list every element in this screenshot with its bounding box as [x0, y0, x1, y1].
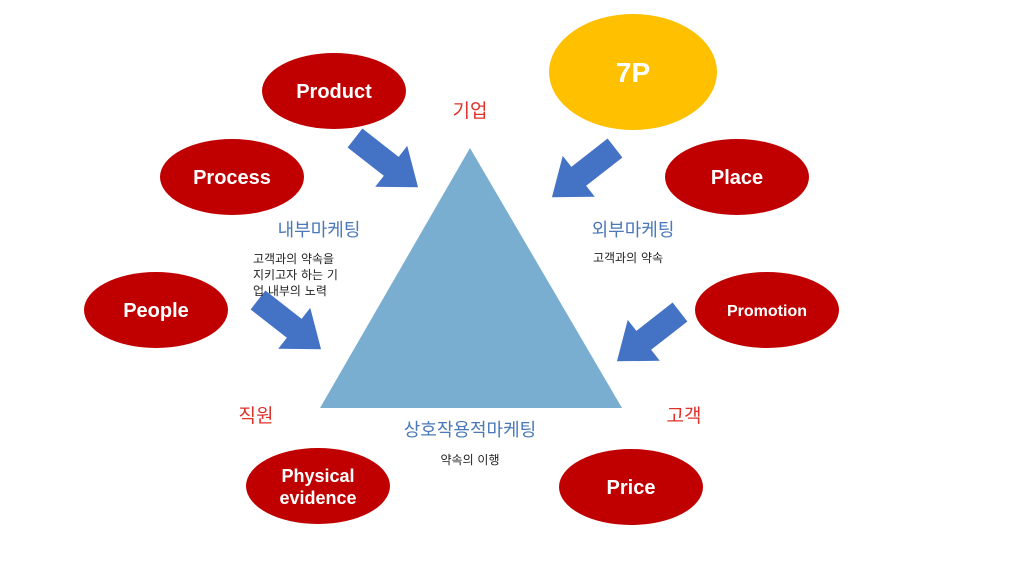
promotion-ellipse	[695, 272, 839, 348]
arrow-promotion-to-triangle	[616, 302, 688, 362]
7p-ellipse	[549, 14, 717, 130]
external-marketing-title: 외부마케팅	[592, 220, 675, 241]
corner-label-customer: 고객	[667, 405, 702, 427]
service-triangle	[320, 148, 622, 408]
internal-marketing-desc-line2: 지키고자 하는 기	[253, 268, 338, 282]
place-label: Place	[711, 167, 763, 189]
interactive-marketing-desc: 약속의 이행	[440, 452, 499, 467]
price-ellipse	[559, 449, 703, 525]
people-ellipse	[84, 272, 228, 348]
corner-label-company: 기업	[453, 100, 488, 122]
people-label: People	[123, 300, 189, 322]
internal-marketing-title: 내부마케팅	[278, 220, 361, 241]
physical-evidence-label-line1: Physical	[281, 466, 354, 486]
arrow-people-to-triangle	[250, 290, 322, 350]
process-ellipse	[160, 139, 304, 215]
place-ellipse	[665, 139, 809, 215]
promotion-label: Promotion	[727, 303, 807, 320]
physical-evidence-ellipse	[246, 448, 390, 524]
price-label: Price	[607, 477, 656, 499]
corner-label-employee: 직원	[239, 405, 274, 427]
arrow-product-to-triangle	[347, 128, 419, 188]
product-label: Product	[296, 81, 372, 103]
product-ellipse	[262, 53, 406, 129]
interactive-marketing-title: 상호작용적마케팅	[404, 420, 536, 441]
arrow-7p-to-triangle	[551, 138, 623, 198]
internal-marketing-desc-line3: 업 내부의 노력	[253, 284, 327, 298]
physical-evidence-label-line2: evidence	[279, 488, 356, 508]
process-label: Process	[193, 167, 271, 189]
external-marketing-desc: 고객과의 약속	[593, 250, 663, 265]
internal-marketing-desc-line1: 고객과의 약속을	[253, 251, 334, 266]
7p-label: 7P	[616, 57, 650, 88]
